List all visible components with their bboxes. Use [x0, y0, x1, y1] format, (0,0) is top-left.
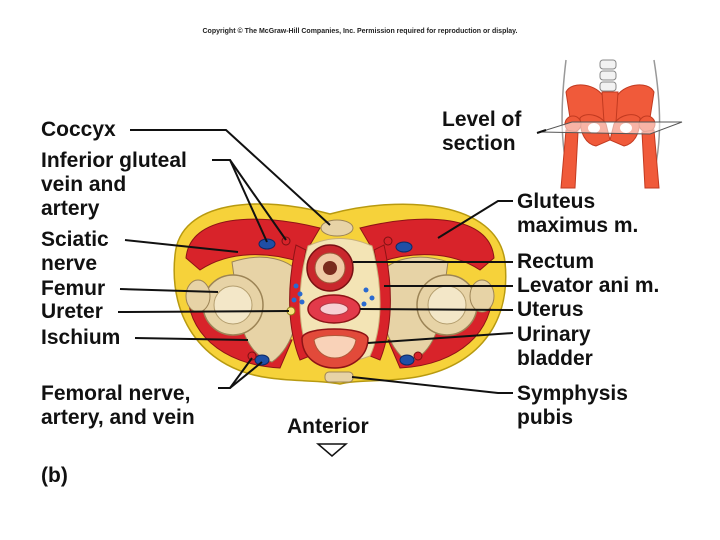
- copyright-notice: Copyright © The McGraw-Hill Companies, I…: [202, 28, 518, 35]
- panel-label: (b): [41, 464, 68, 487]
- label-gluteus-maximus: Gluteus maximus m.: [517, 190, 639, 237]
- femoral-vein-left: [254, 354, 270, 366]
- label-urinary-bladder: Urinary bladder: [517, 323, 593, 370]
- inferior-gluteal-vein-right: [395, 241, 413, 253]
- symphysis-pubis: [324, 371, 354, 383]
- label-coccyx: Coccyx: [41, 118, 116, 141]
- gluteus-left: [185, 218, 321, 271]
- label-uterus: Uterus: [517, 298, 584, 321]
- label-symphysis-pubis: Symphysis pubis: [517, 382, 628, 429]
- gluteus-right: [359, 218, 495, 271]
- leader-lines: [117, 129, 547, 394]
- label-ischium: Ischium: [41, 326, 121, 349]
- label-level-of-section: Level of section: [442, 108, 522, 155]
- inferior-gluteal-vein-left: [258, 238, 276, 250]
- label-inferior-gluteal-vein-artery: Inferior gluteal vein and artery: [41, 149, 187, 220]
- label-rectum: Rectum: [517, 250, 595, 273]
- anterior-arrow-icon: [315, 443, 349, 457]
- label-sciatic-nerve: Sciatic nerve: [41, 228, 109, 275]
- pelvis-inset: [535, 58, 683, 190]
- label-anterior: Anterior: [287, 415, 369, 438]
- cross-section: [173, 203, 507, 385]
- label-levator-ani: Levator ani m.: [517, 274, 660, 297]
- femoral-vein-right: [399, 354, 415, 366]
- label-femur: Femur: [41, 277, 106, 300]
- label-ureter: Ureter: [41, 300, 103, 323]
- label-femoral-nerve-artery-vein: Femoral nerve, artery, and vein: [41, 382, 195, 429]
